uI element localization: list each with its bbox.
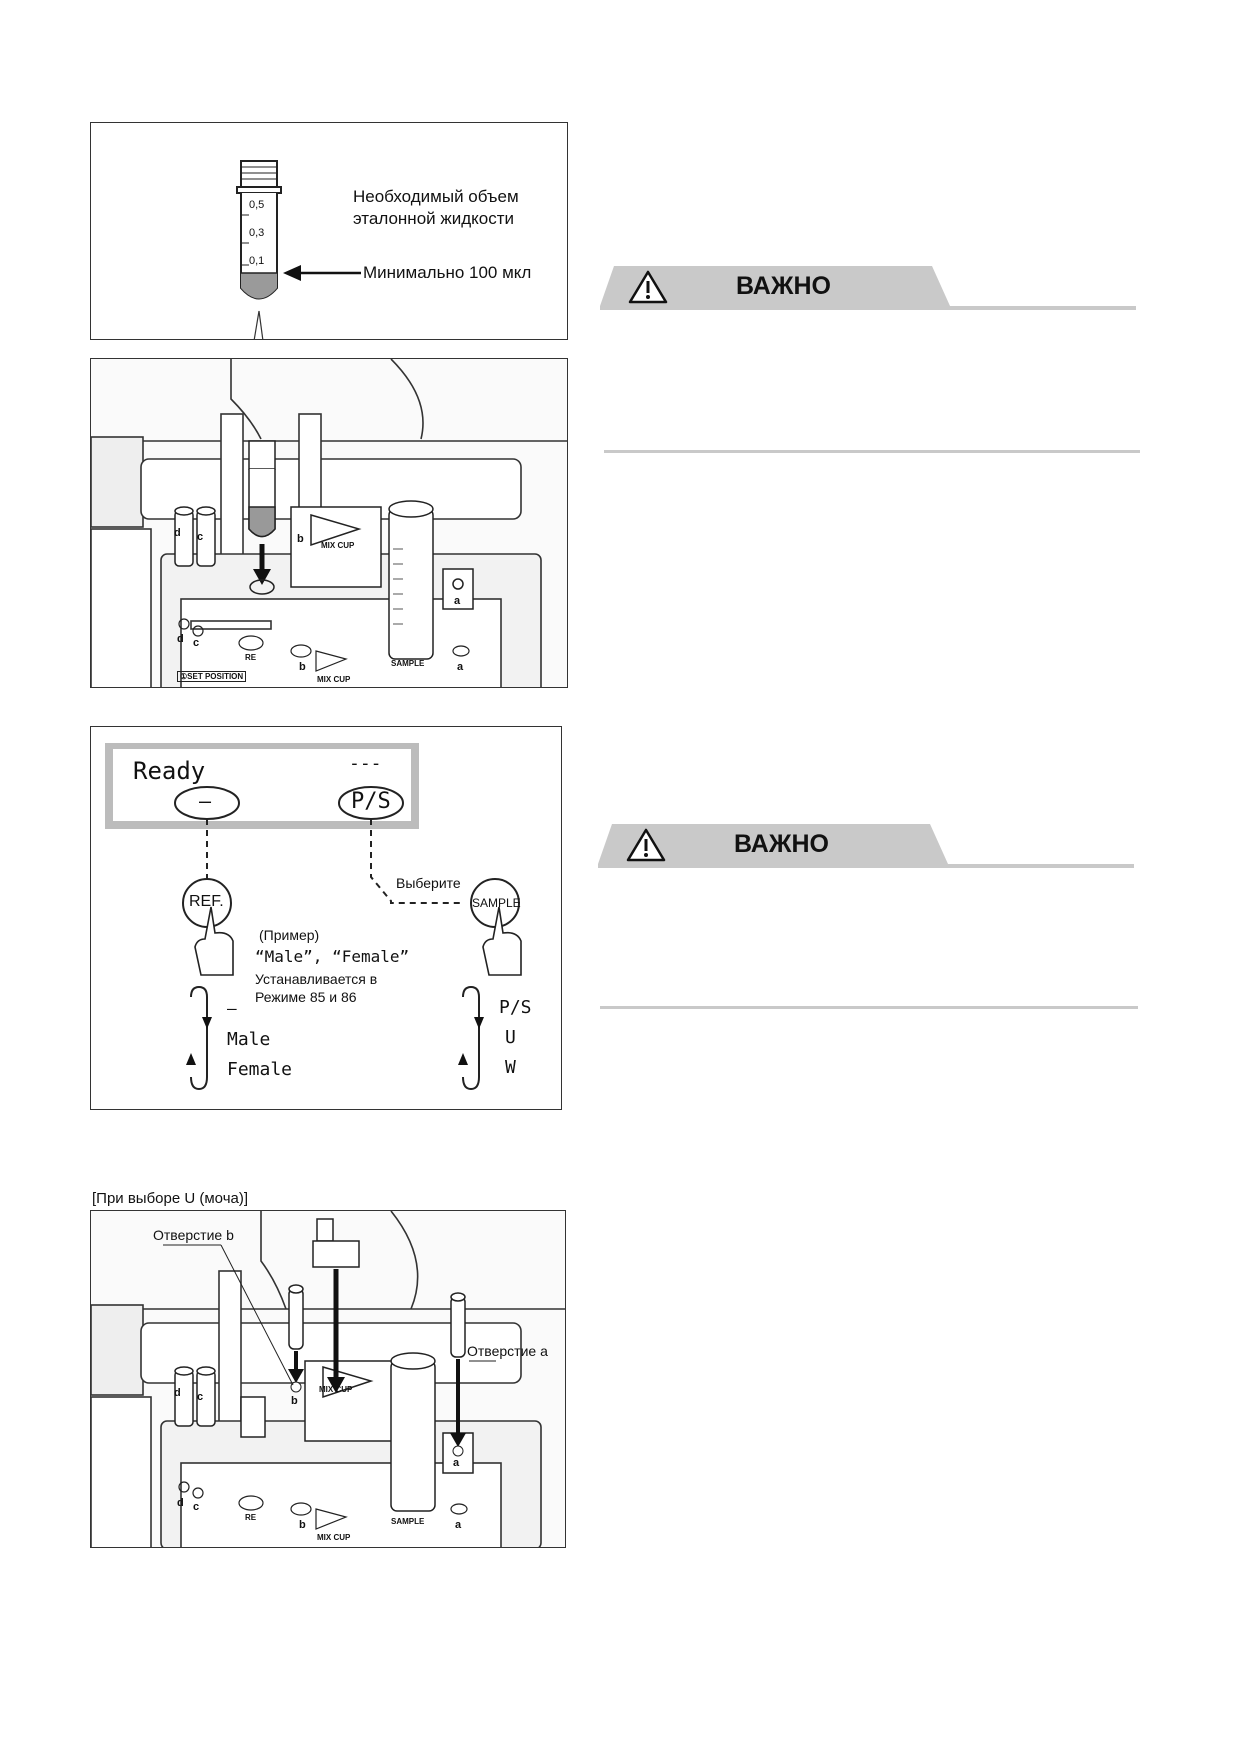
ref-cycle-item: Female (227, 1059, 293, 1080)
label-a: a (455, 1519, 462, 1531)
graduation-label: 0,5 (249, 199, 265, 211)
label-c: c (197, 1391, 204, 1403)
label-b: b (291, 1395, 298, 1407)
mode-line-1: Устанавливается в (255, 971, 378, 987)
example-label: (Пример) (259, 927, 320, 943)
mix-cup-label: MIX CUP (317, 1533, 351, 1542)
warning-icon (626, 828, 666, 862)
divider (600, 1006, 1138, 1009)
example-values: “Male”, “Female” (255, 947, 410, 966)
label-c: c (193, 637, 200, 649)
divider (604, 450, 1140, 453)
hole-b-label: Отверстие b (153, 1227, 234, 1243)
sample-label: SAMPLE (391, 1517, 425, 1526)
ref-cycle-item: – (227, 999, 237, 1018)
figure-sample-selection: Ready — --- P/S REF. SAMPLE Выберите (Пр… (90, 726, 562, 1110)
label-a: a (454, 595, 461, 607)
re-label: RE (245, 653, 257, 662)
label-a: a (453, 1457, 460, 1469)
display-dashes: --- (349, 753, 382, 774)
important-label: ВАЖНО (734, 830, 829, 858)
hole-a-label: Отверстие a (467, 1343, 548, 1359)
volume-title-line2: эталонной жидкости (353, 209, 515, 228)
mix-cup-label: MIX CUP (319, 1385, 353, 1394)
volume-title-line1: Необходимый объем (353, 187, 519, 206)
label-b: b (299, 661, 306, 673)
sample-cycle-item: U (505, 1027, 516, 1048)
mix-cup-label: MIX CUP (317, 675, 351, 684)
warning-icon (628, 270, 668, 304)
label-c: c (197, 531, 204, 543)
banner-background (600, 266, 1136, 310)
label-d: d (177, 633, 184, 645)
important-label: ВАЖНО (736, 272, 831, 300)
important-banner: ВАЖНО (598, 822, 1138, 870)
re-label: RE (245, 1513, 257, 1522)
minimum-volume-label: Минимально 100 мкл (363, 263, 532, 282)
label-b: b (297, 533, 304, 545)
figure-urine-insertion: Отверстие b Отверстие a d c b MIX CUP a … (90, 1210, 566, 1548)
sample-label: SAMPLE (391, 659, 425, 668)
mode-line-2: Режиме 85 и 86 (255, 989, 357, 1005)
figure-reference-volume: 0,5 0,3 0,1 Необходимый объем эталонной … (90, 122, 568, 340)
sample-cycle-item: W (505, 1057, 516, 1078)
sample-cycle-item: P/S (499, 997, 532, 1018)
graduation-label: 0,1 (249, 255, 265, 267)
instrument-drawing (91, 1211, 565, 1547)
label-d: d (174, 527, 181, 539)
selection-diagram (105, 743, 522, 1091)
instrument-drawing (91, 359, 567, 687)
sample-button: SAMPLE (472, 896, 521, 910)
important-banner: ВАЖНО (600, 264, 1140, 312)
label-b: b (299, 1519, 306, 1531)
label-d: d (177, 1497, 184, 1509)
set-position-label: ①SET POSITION (177, 671, 247, 682)
reference-tube-illustration (236, 160, 361, 339)
display-ready-text: Ready (133, 757, 206, 785)
ref-button: REF. (189, 893, 224, 910)
display-ps: P/S (351, 789, 391, 814)
mix-cup-label: MIX CUP (321, 541, 355, 550)
figure-tube-placement: d c b MIX CUP a d c RE b MIX CUP SAMPLE … (90, 358, 568, 688)
figure-caption: [При выборе U (моча)] (92, 1190, 249, 1207)
ref-cycle-item: Male (227, 1029, 271, 1050)
label-a: a (457, 661, 464, 673)
label-d: d (174, 1387, 181, 1399)
label-c: c (193, 1501, 200, 1513)
banner-background (598, 824, 1134, 868)
graduation-label: 0,3 (249, 227, 265, 239)
display-dash: — (199, 789, 212, 813)
select-label: Выберите (396, 875, 461, 891)
